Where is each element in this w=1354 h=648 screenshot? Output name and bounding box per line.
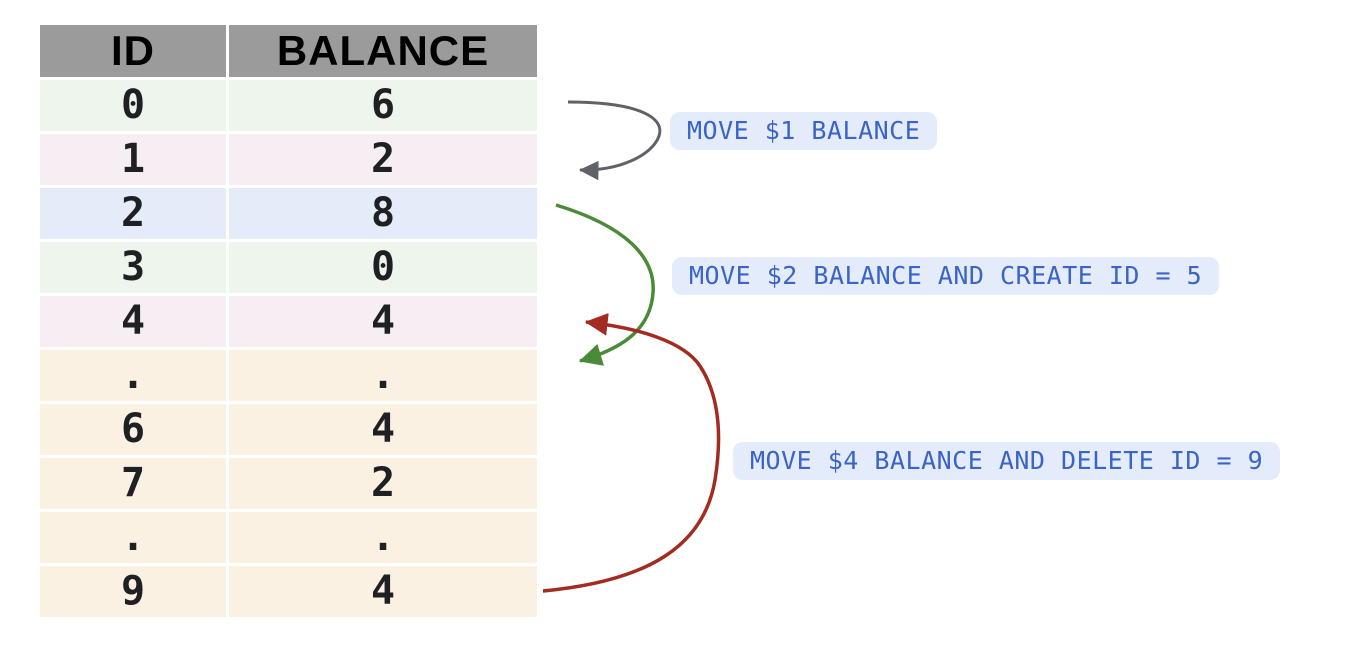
row-9-id-cell: 9 <box>40 566 226 617</box>
move-4-balance-arrow <box>542 313 721 593</box>
row-0-id-cell: 0 <box>40 80 226 131</box>
row-7-balance-cell: 2 <box>229 458 537 509</box>
row-3-id-cell: 3 <box>40 242 226 293</box>
row-4-balance-cell: 4 <box>229 296 537 347</box>
row-2-balance-cell: 8 <box>229 188 537 239</box>
row-7-id-cell: 7 <box>40 458 226 509</box>
move-1-balance-arrow <box>567 100 662 181</box>
row-9-balance-cell: 4 <box>229 566 537 617</box>
move-2-balance-arrow <box>555 203 655 366</box>
row-8-id-cell: . <box>40 512 226 563</box>
row-1-balance-cell: 2 <box>229 134 537 185</box>
row-1-id-cell: 1 <box>40 134 226 185</box>
row-6-balance-cell: 4 <box>229 404 537 455</box>
annotation-move-1-balance: MOVE $1 BALANCE <box>670 112 938 150</box>
row-3-balance-cell: 0 <box>229 242 537 293</box>
row-2-id-cell: 2 <box>40 188 226 239</box>
annotation-move-4-balance-delete: MOVE $4 BALANCE AND DELETE ID = 9 <box>733 442 1281 480</box>
row-6-id-cell: 6 <box>40 404 226 455</box>
annotation-move-2-balance-create: MOVE $2 BALANCE AND CREATE ID = 5 <box>672 257 1220 295</box>
row-5-id-cell: . <box>40 350 226 401</box>
row-5-balance-cell: . <box>229 350 537 401</box>
row-8-balance-cell: . <box>229 512 537 563</box>
row-4-id-cell: 4 <box>40 296 226 347</box>
column-header-balance: BALANCE <box>229 25 537 77</box>
column-header-id: ID <box>40 25 226 77</box>
row-0-balance-cell: 6 <box>229 80 537 131</box>
